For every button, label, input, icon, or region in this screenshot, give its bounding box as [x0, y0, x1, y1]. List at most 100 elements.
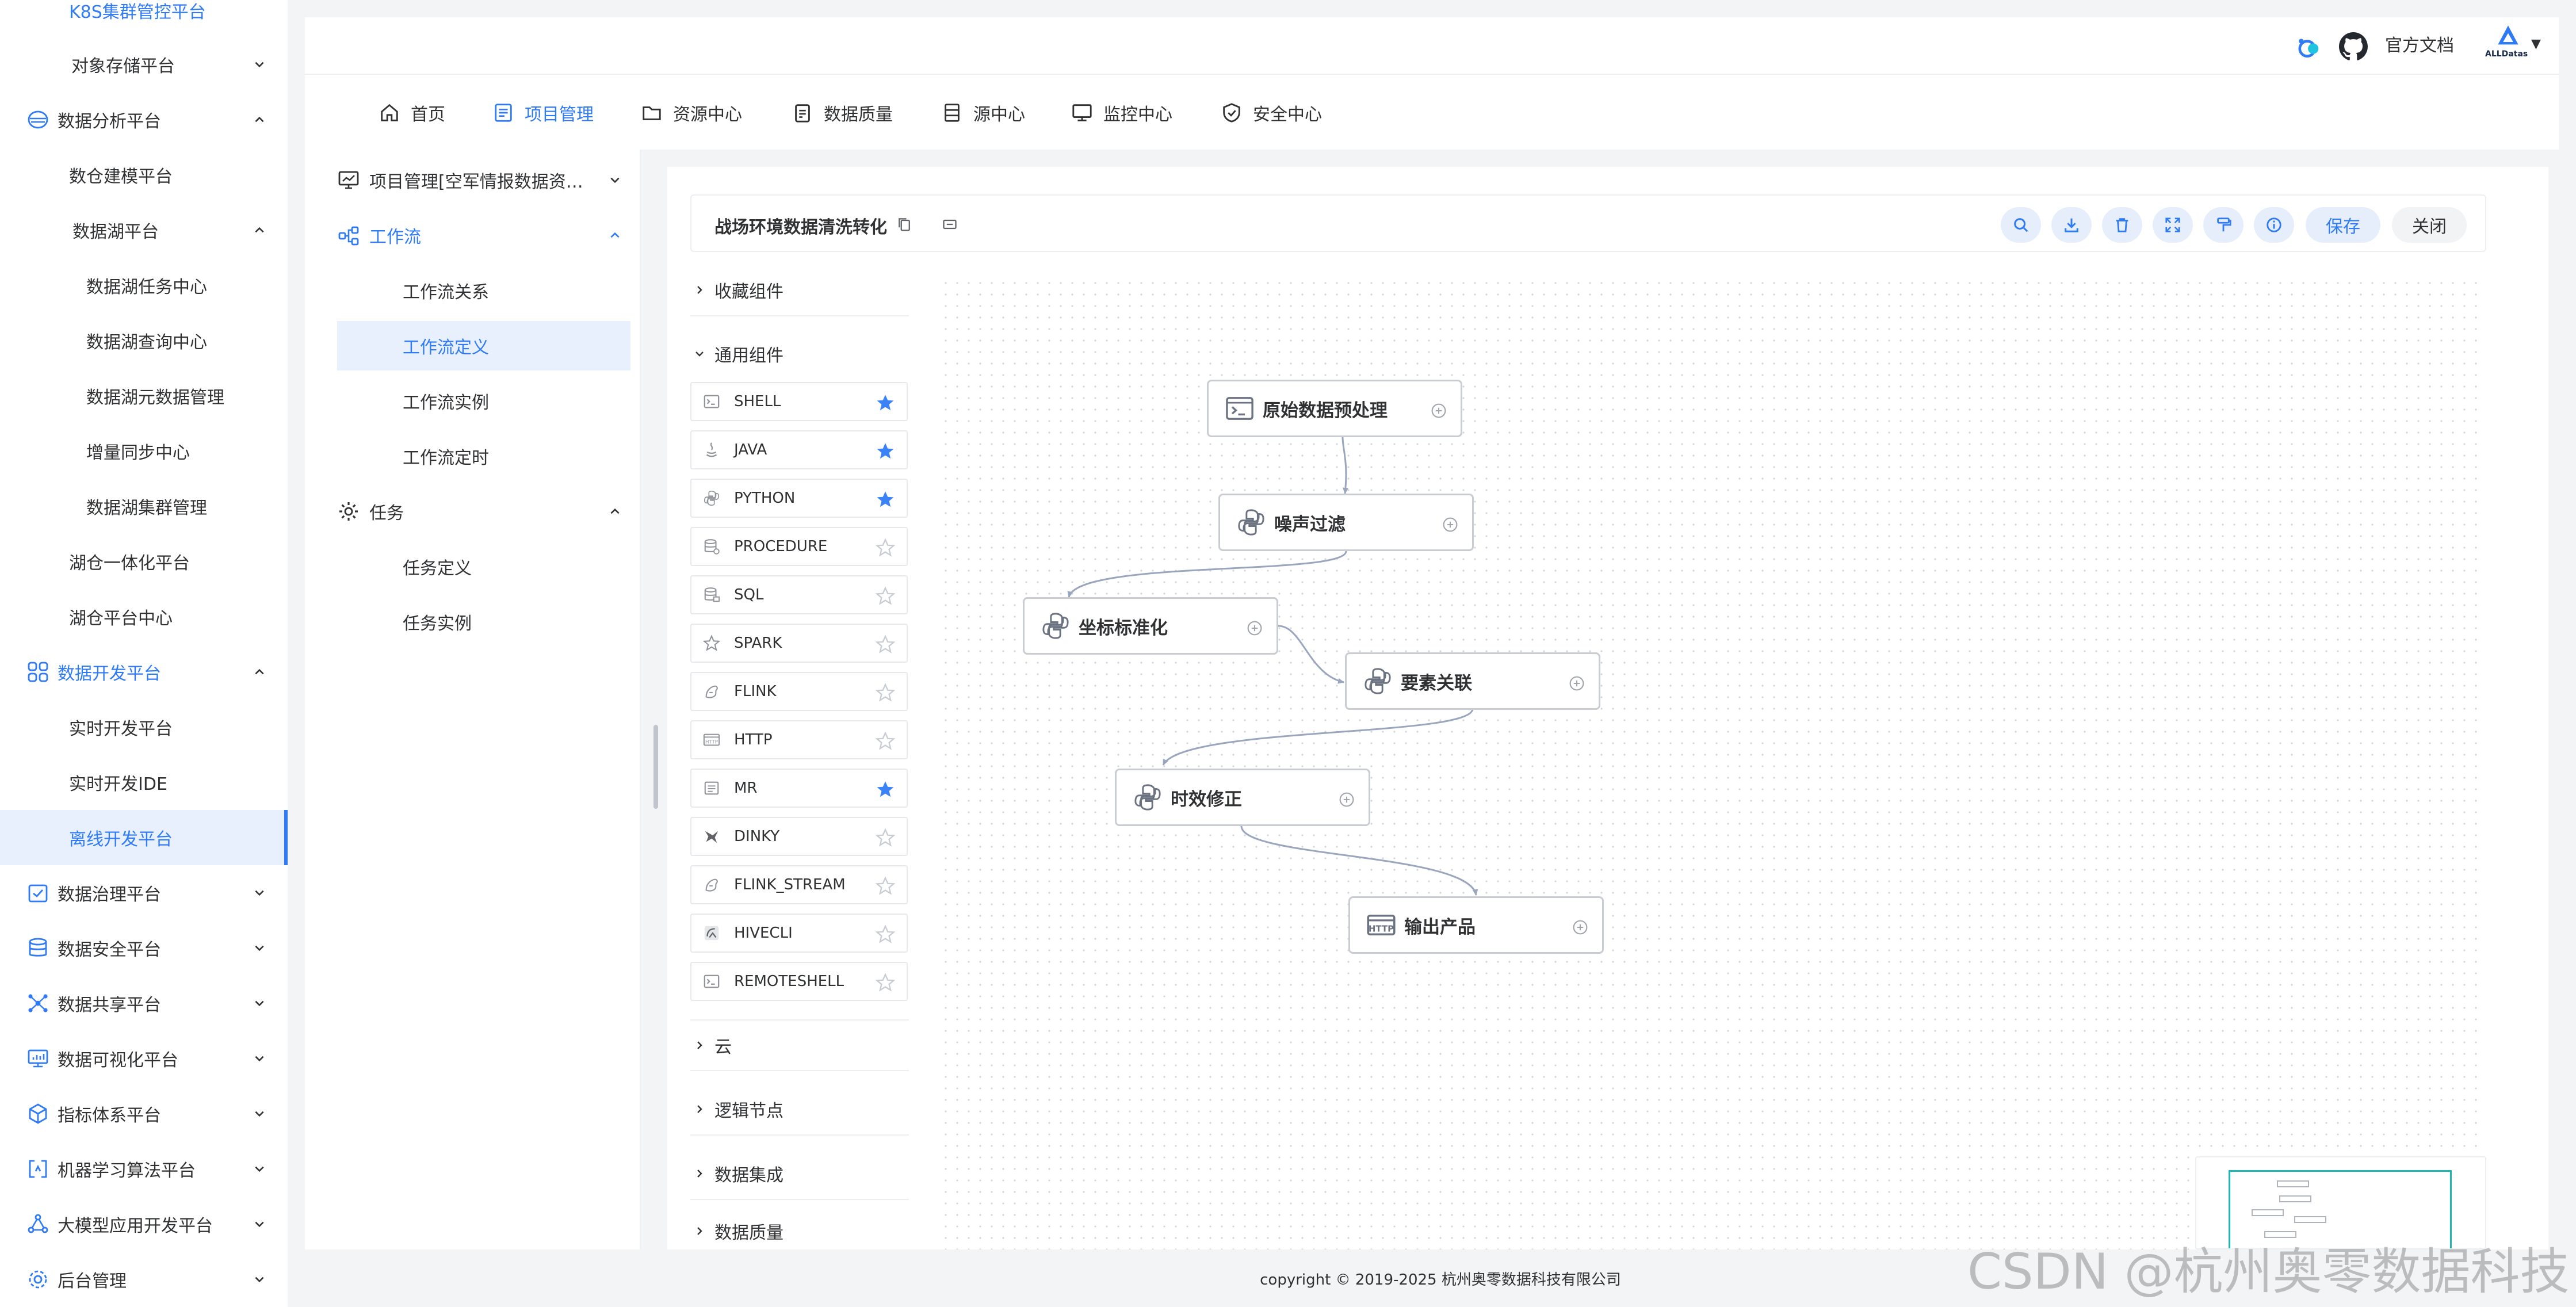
sidebar-item-k8s[interactable]: K8S集群管控平台	[0, 0, 288, 38]
docs-link[interactable]: 官方文档	[2385, 36, 2454, 56]
menu-item-task-definition[interactable]: 任务定义	[337, 542, 630, 591]
component-dinky[interactable]: DINKY	[690, 817, 908, 856]
star-filled-icon[interactable]	[876, 490, 895, 509]
search-button[interactable]	[2001, 207, 2041, 243]
group-logic-nodes[interactable]: 逻辑节点	[690, 1084, 909, 1136]
tab-project-management[interactable]: 项目管理	[492, 97, 594, 129]
sidebar-item-data-dev[interactable]: 数据开发平台	[0, 644, 288, 700]
menu-group-task[interactable]: 任务	[337, 487, 630, 536]
add-circle-icon[interactable]	[1569, 675, 1585, 691]
component-shell[interactable]: SHELL	[690, 382, 908, 421]
sidebar-item-ml[interactable]: 机器学习算法平台	[0, 1141, 288, 1197]
component-http[interactable]: HTTP HTTP	[690, 720, 908, 759]
sidebar-item-realtime-ide[interactable]: 实时开发IDE	[0, 755, 288, 810]
copy-icon[interactable]	[896, 216, 912, 232]
component-sql[interactable]: SQL	[690, 575, 908, 614]
star-filled-icon[interactable]	[876, 393, 895, 412]
sidebar-item-incremental-sync[interactable]: 增量同步中心	[0, 423, 288, 479]
component-python[interactable]: PYTHON	[690, 479, 908, 518]
group-cloud[interactable]: 云	[690, 1019, 909, 1071]
star-outline-icon[interactable]	[876, 635, 895, 654]
notification-dot-icon[interactable]	[2295, 32, 2325, 62]
sidebar-item-lake-task-center[interactable]: 数据湖任务中心	[0, 258, 288, 313]
tab-source-center[interactable]: 源中心	[941, 97, 1025, 129]
component-java[interactable]: JAVA	[690, 430, 908, 469]
project-selector[interactable]: 项目管理[空军情报数据资…	[337, 155, 630, 205]
save-button[interactable]: 保存	[2306, 207, 2380, 243]
dag-canvas[interactable]: 原始数据预处理 噪声过滤 坐标标准化 要素关联 时效修正 HTTP 输出产品	[940, 277, 2486, 1249]
star-outline-icon[interactable]	[876, 683, 895, 702]
brand-menu[interactable]: ALLDatas ▼	[2479, 22, 2543, 70]
tab-monitor-center[interactable]: 监控中心	[1071, 97, 1172, 129]
sidebar-item-llm[interactable]: 大模型应用开发平台	[0, 1197, 288, 1252]
group-favorites[interactable]: 收藏组件	[690, 265, 909, 316]
component-mr[interactable]: MR	[690, 769, 908, 808]
menu-item-workflow-schedule[interactable]: 工作流定时	[337, 431, 630, 481]
dag-node-timeliness[interactable]: 时效修正	[1115, 769, 1370, 826]
component-procedure[interactable]: PROCEDURE	[690, 527, 908, 566]
component-spark[interactable]: SPARK	[690, 624, 908, 663]
sidebar-item-lakehouse-center[interactable]: 湖仓平台中心	[0, 589, 288, 644]
star-outline-icon[interactable]	[876, 538, 895, 557]
dag-node-coord-normalize[interactable]: 坐标标准化	[1023, 597, 1278, 655]
tag-edit-icon[interactable]	[941, 216, 958, 232]
sidebar-item-dw-modeling[interactable]: 数仓建模平台	[0, 147, 288, 202]
star-outline-icon[interactable]	[876, 876, 895, 896]
github-icon[interactable]	[2339, 32, 2368, 61]
star-outline-icon[interactable]	[876, 924, 895, 944]
component-flink-stream[interactable]: FLINK_STREAM	[690, 865, 908, 904]
sidebar-item-security[interactable]: 数据安全平台	[0, 920, 288, 976]
dag-node-noise-filter[interactable]: 噪声过滤	[1218, 494, 1474, 551]
add-circle-icon[interactable]	[1339, 792, 1355, 808]
sidebar-item-metrics[interactable]: 指标体系平台	[0, 1086, 288, 1141]
sidebar-item-visualization[interactable]: 数据可视化平台	[0, 1031, 288, 1086]
group-data-integration[interactable]: 数据集成	[690, 1148, 909, 1200]
dag-node-preprocess[interactable]: 原始数据预处理	[1207, 380, 1462, 437]
sidebar-item-admin[interactable]: 后台管理	[0, 1252, 288, 1307]
dag-node-element-link[interactable]: 要素关联	[1345, 652, 1600, 710]
menu-item-workflow-definition[interactable]: 工作流定义	[337, 321, 630, 370]
dag-node-output[interactable]: HTTP 输出产品	[1348, 896, 1604, 954]
group-data-quality[interactable]: 数据质量	[690, 1213, 909, 1249]
tab-data-quality[interactable]: 数据质量	[792, 97, 893, 129]
star-filled-icon[interactable]	[876, 441, 895, 461]
sidebar-item-lake-metadata[interactable]: 数据湖元数据管理	[0, 368, 288, 423]
menu-item-task-instance[interactable]: 任务实例	[337, 597, 630, 647]
star-outline-icon[interactable]	[876, 731, 895, 751]
star-outline-icon[interactable]	[876, 973, 895, 992]
tab-security-center[interactable]: 安全中心	[1221, 97, 1322, 129]
minimap-viewport[interactable]	[2229, 1170, 2452, 1248]
menu-group-workflow[interactable]: 工作流	[337, 211, 630, 260]
sidebar-item-lake-query-center[interactable]: 数据湖查询中心	[0, 313, 288, 368]
menu-item-workflow-relation[interactable]: 工作流关系	[337, 266, 630, 315]
sidebar-item-lakehouse[interactable]: 湖仓一体化平台	[0, 534, 288, 589]
add-circle-icon[interactable]	[1431, 403, 1447, 419]
star-filled-icon[interactable]	[876, 779, 895, 799]
sidebar-item-governance[interactable]: 数据治理平台	[0, 865, 288, 920]
sidebar-item-data-lake[interactable]: 数据湖平台	[0, 202, 288, 258]
add-circle-icon[interactable]	[1442, 517, 1458, 533]
add-circle-icon[interactable]	[1572, 919, 1588, 935]
sidebar-item-data-analysis[interactable]: 数据分析平台	[0, 92, 288, 147]
component-flink[interactable]: FLINK	[690, 672, 908, 711]
delete-button[interactable]	[2102, 207, 2142, 243]
sidebar-item-sharing[interactable]: 数据共享平台	[0, 976, 288, 1031]
star-outline-icon[interactable]	[876, 586, 895, 606]
format-button[interactable]	[2203, 207, 2244, 243]
sidebar-item-object-storage[interactable]: 对象存储平台	[0, 37, 288, 92]
tab-resource-center[interactable]: 资源中心	[641, 97, 742, 129]
submenu-resize-handle[interactable]	[653, 725, 658, 809]
sidebar-item-offline-dev[interactable]: 离线开发平台	[0, 810, 288, 865]
menu-item-workflow-instance[interactable]: 工作流实例	[337, 376, 630, 426]
sidebar-item-realtime-dev[interactable]: 实时开发平台	[0, 700, 288, 755]
close-button[interactable]: 关闭	[2392, 207, 2467, 243]
download-button[interactable]	[2051, 207, 2092, 243]
canvas-minimap[interactable]	[2195, 1156, 2486, 1249]
info-button[interactable]	[2254, 207, 2294, 243]
tab-home[interactable]: 首页	[379, 97, 445, 129]
sidebar-item-lake-cluster[interactable]: 数据湖集群管理	[0, 479, 288, 534]
component-remoteshell[interactable]: REMOTESHELL	[690, 962, 908, 1001]
component-hivecli[interactable]: HIVECLI	[690, 914, 908, 953]
add-circle-icon[interactable]	[1247, 620, 1263, 636]
fullscreen-button[interactable]	[2153, 207, 2193, 243]
